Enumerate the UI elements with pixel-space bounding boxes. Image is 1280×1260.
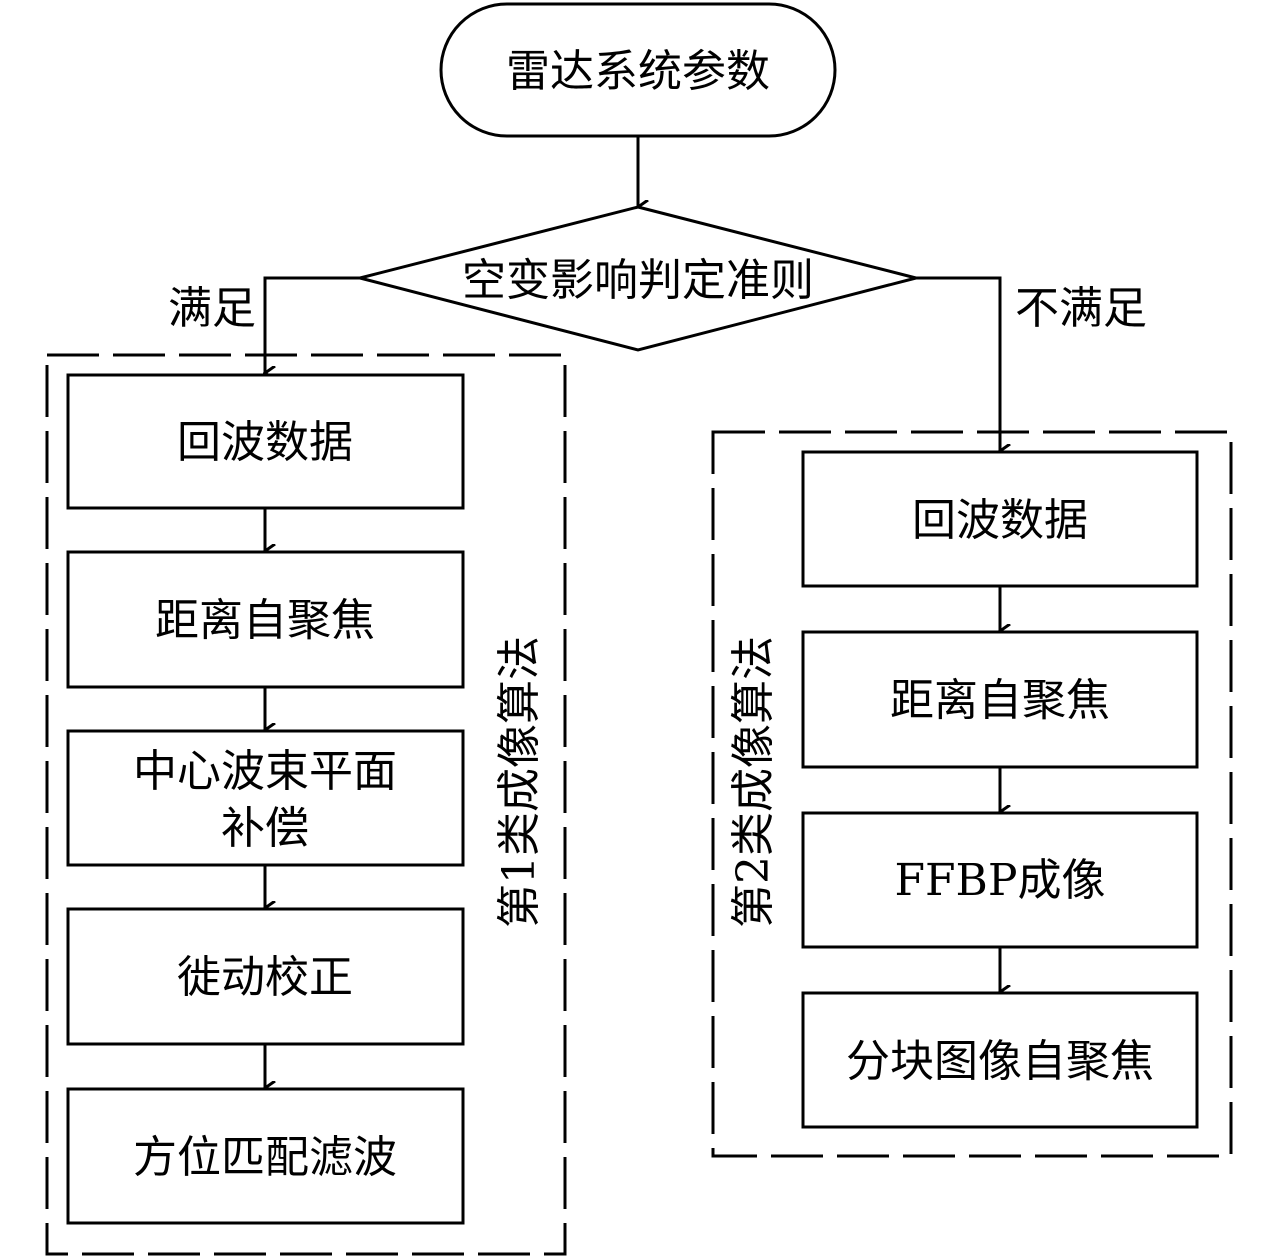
group2-container: 第2类成像算法 (711, 430, 1233, 1158)
group2-step-4: 分块图像自聚焦 (801, 991, 1199, 1129)
decision-node-label: 空变影响判定准则 (462, 255, 814, 306)
group1-step-1-label: 回波数据 (177, 417, 353, 468)
group2-step-4-label: 分块图像自聚焦 (846, 1036, 1154, 1087)
start-node-label: 雷达系统参数 (506, 46, 770, 97)
arrow-no-branch (916, 276, 1000, 451)
group1-step-5-box (66, 1087, 465, 1225)
group2-step-1-label: 回波数据 (912, 495, 1088, 546)
group2-step-2: 距离自聚焦 (801, 630, 1199, 769)
decision-node: 空变影响判定准则 (359, 205, 917, 352)
group2-step-3: FFBP成像 (801, 811, 1199, 949)
decision-node-shape (359, 205, 917, 352)
group2-step-3-label: FFBP成像 (895, 855, 1106, 906)
yes-branch-label: 满足 (168, 283, 256, 334)
group2-step-2-label: 距离自聚焦 (890, 675, 1110, 726)
start-node: 雷达系统参数 (439, 2, 837, 138)
group1-step-1-box (66, 373, 465, 510)
arrow-yes-branch (265, 276, 360, 373)
group2-dashed-border (711, 430, 1233, 1158)
group1-step-3-label-line1: 中心波束平面 (133, 746, 397, 797)
group1-dashed-border (45, 353, 567, 1256)
group1-step-2-label: 距离自聚焦 (155, 595, 375, 646)
group1-step-2: 距离自聚焦 (66, 550, 465, 689)
group1-step-3: 中心波束平面 补偿 (66, 729, 465, 867)
group1-container: 第1类成像算法 (45, 353, 567, 1256)
group2-title: 第2类成像算法 (728, 636, 779, 928)
group1-step-3-box (66, 729, 465, 867)
group1-step-1: 回波数据 (66, 373, 465, 510)
group1-step-5-label: 方位匹配滤波 (133, 1132, 397, 1183)
group2-step-3-box (801, 811, 1199, 949)
group2-step-4-box (801, 991, 1199, 1129)
group1-step-4: 徙动校正 (66, 907, 465, 1046)
group2-step-1: 回波数据 (801, 450, 1199, 588)
group1-step-2-box (66, 550, 465, 689)
group1-step-4-label: 徙动校正 (177, 952, 353, 1003)
group2-step-1-box (801, 450, 1199, 588)
group2-step-2-box (801, 630, 1199, 769)
group1-step-5: 方位匹配滤波 (66, 1087, 465, 1225)
group1-title: 第1类成像算法 (494, 636, 545, 928)
no-branch-label: 不满足 (1015, 283, 1147, 334)
group1-step-3-label-line2: 补偿 (221, 803, 309, 854)
